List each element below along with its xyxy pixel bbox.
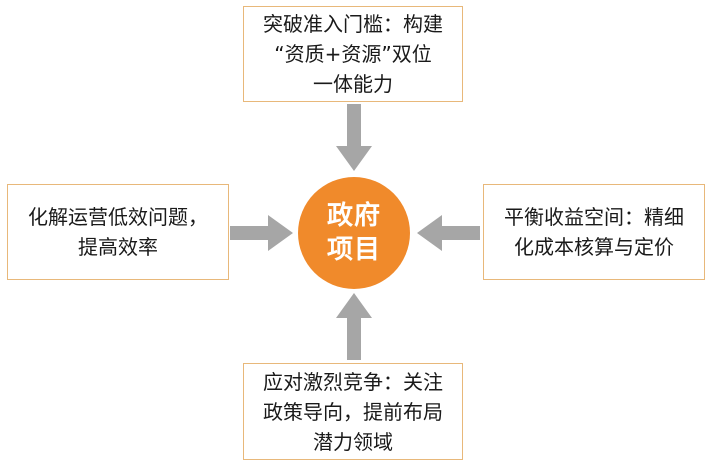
box-competition: 应对激烈竞争：关注 政策导向，提前布局 潜力领域: [243, 363, 463, 460]
box-revenue-balance-text: 平衡收益空间：精细 化成本核算与定价: [504, 205, 684, 259]
box-revenue-balance: 平衡收益空间：精细 化成本核算与定价: [483, 184, 705, 280]
box-entry-barrier: 突破准入门槛：构建 “资质+资源”双位 一体能力: [243, 6, 463, 102]
box-entry-barrier-text: 突破准入门槛：构建 “资质+资源”双位 一体能力: [263, 12, 443, 96]
arrow-bottom-up: [336, 293, 372, 360]
box-operation-efficiency-text: 化解运营低效问题， 提高效率: [28, 205, 208, 259]
center-label: 政府 项目: [326, 201, 381, 265]
arrow-top-down: [336, 104, 372, 171]
arrow-right-left: [417, 215, 480, 251]
box-competition-text: 应对激烈竞争：关注 政策导向，提前布局 潜力领域: [263, 369, 443, 454]
center-circle: 政府 项目: [298, 177, 410, 289]
arrow-left-right: [230, 215, 293, 251]
box-operation-efficiency: 化解运营低效问题， 提高效率: [7, 184, 229, 280]
